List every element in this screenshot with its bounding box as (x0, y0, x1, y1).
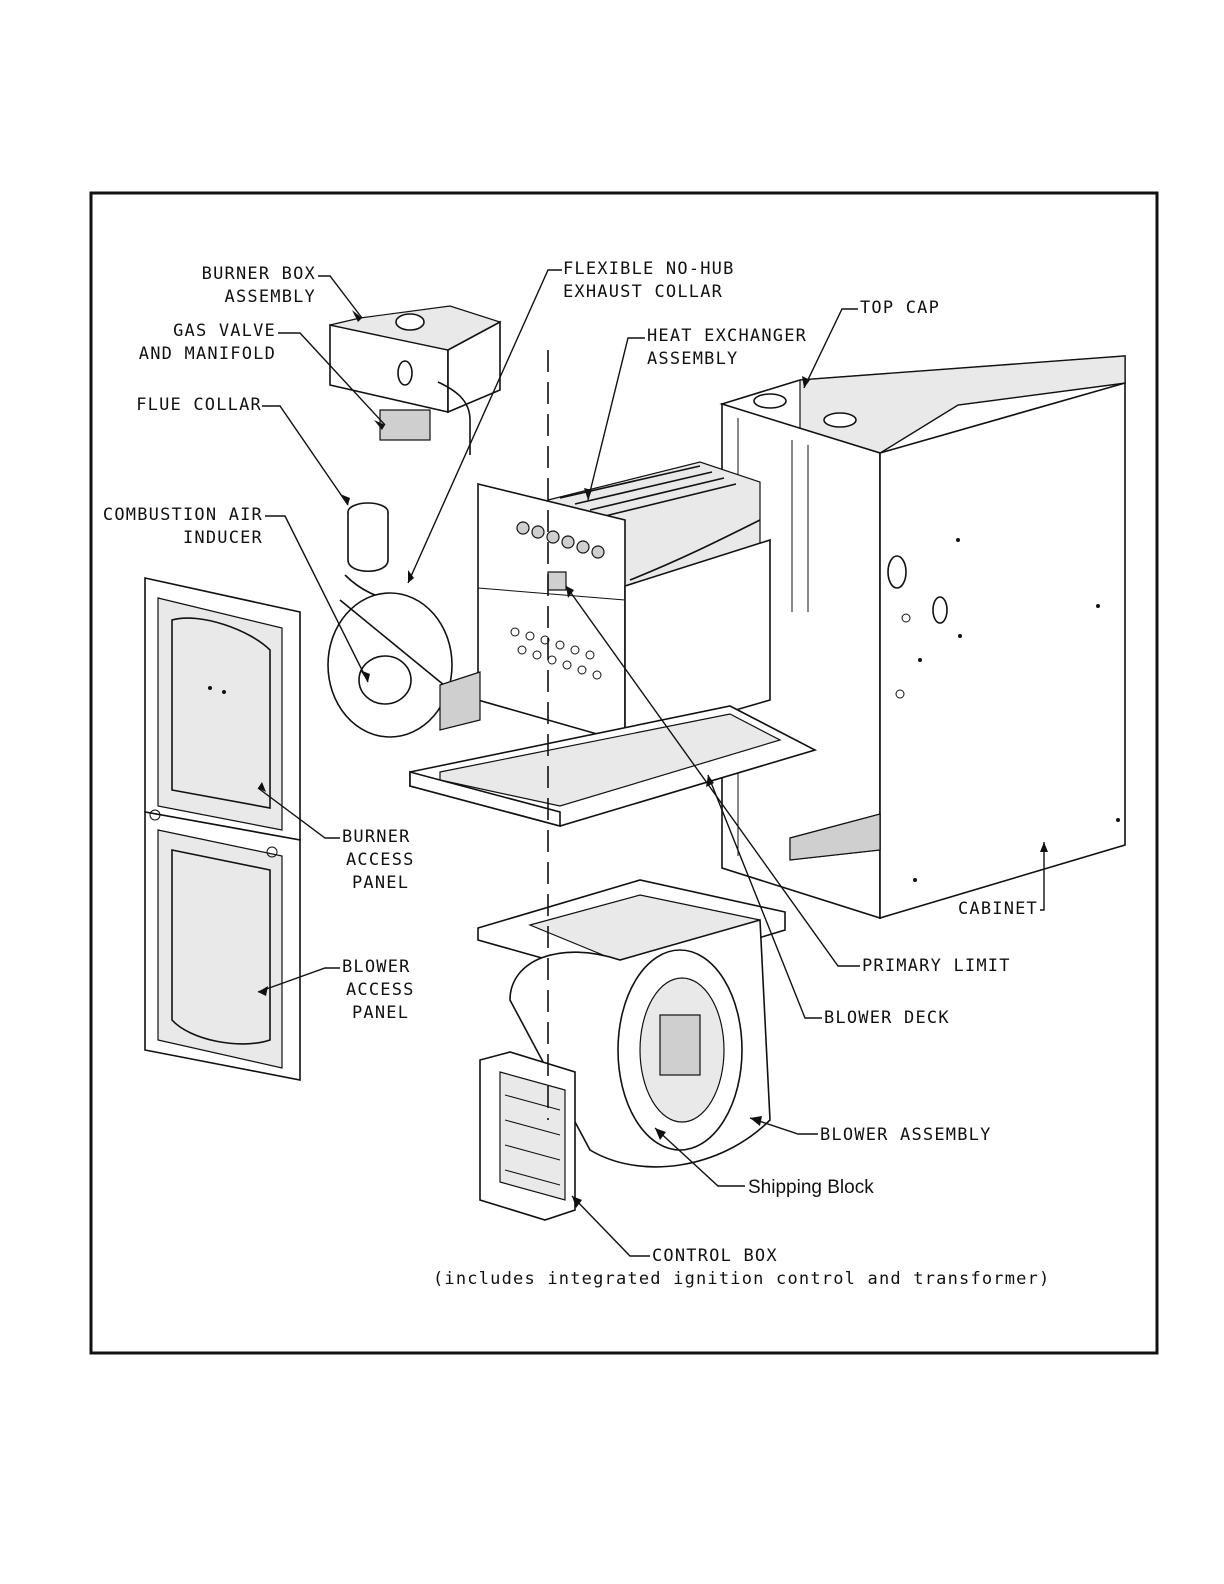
diagram-frame (89, 191, 1159, 1355)
blower-access-panel-part (144, 809, 301, 1081)
label-burner-panel-1: BURNER (342, 827, 411, 847)
label-burner-box-1: BURNER BOX (202, 264, 316, 284)
label-cabinet: CABINET (958, 899, 1038, 919)
cabinet-part (719, 355, 1126, 920)
label-heat-exchanger-1: HEAT EXCHANGER (647, 326, 807, 346)
label-control-box-1: CONTROL BOX (652, 1246, 778, 1266)
blower-assembly-part (477, 879, 786, 1168)
blower-deck-part (409, 705, 818, 828)
label-blower-panel-2: ACCESS (346, 980, 415, 1000)
label-blower-deck: BLOWER DECK (824, 1008, 950, 1028)
burner-orifice-holes (510, 627, 602, 680)
inducer-part (327, 502, 481, 738)
label-top-cap: TOP CAP (860, 298, 940, 318)
label-heat-exchanger-2: ASSEMBLY (647, 349, 738, 369)
label-blower-assembly: BLOWER ASSEMBLY (820, 1125, 992, 1145)
label-flue-collar: FLUE COLLAR (136, 395, 262, 415)
label-flexible-1: FLEXIBLE NO-HUB (563, 259, 735, 279)
label-primary-limit: PRIMARY LIMIT (862, 956, 1011, 976)
heat-exchanger-part (477, 461, 771, 744)
label-shipping-block: Shipping Block (748, 1177, 874, 1198)
leader-lines (257, 269, 1045, 1257)
label-gas-valve-1: GAS VALVE (173, 321, 276, 341)
label-gas-valve-2: AND MANIFOLD (139, 344, 276, 364)
label-burner-panel-2: ACCESS (346, 850, 415, 870)
label-flexible-2: EXHAUST COLLAR (563, 282, 723, 302)
label-blower-panel-1: BLOWER (342, 957, 411, 977)
label-control-box-2: (includes integrated ignition control an… (433, 1269, 1050, 1289)
label-burner-panel-3: PANEL (352, 873, 409, 893)
label-combustion-2: INDUCER (183, 528, 263, 548)
label-combustion-1: COMBUSTION AIR (103, 505, 263, 525)
heat-exchanger-ports (516, 521, 605, 559)
burner-access-panel-part (144, 577, 301, 841)
label-burner-box-2: ASSEMBLY (225, 287, 316, 307)
burner-box-part (329, 305, 502, 455)
label-blower-panel-3: PANEL (352, 1003, 409, 1023)
leader-arrows (258, 310, 1048, 1208)
control-box-part (479, 1051, 576, 1221)
